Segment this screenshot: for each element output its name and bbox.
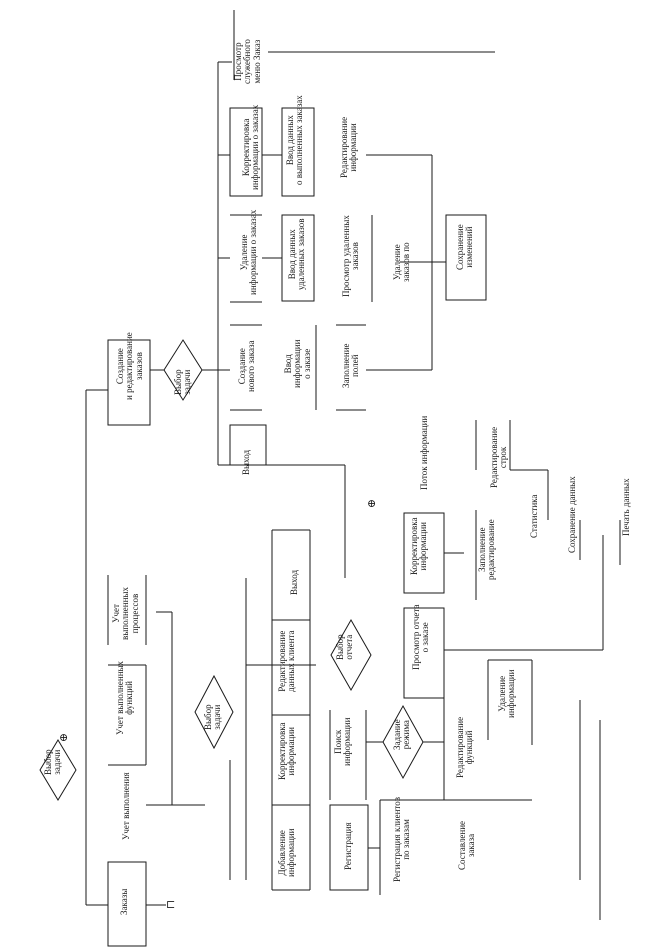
box-save-changes [445, 214, 487, 301]
diamond-choose-task-start [39, 739, 77, 801]
box-correction [229, 107, 263, 197]
node-info-flow: Поток информации [419, 415, 429, 490]
node-data-store: Сохранение данных [567, 476, 577, 553]
box-view-report [403, 607, 445, 699]
node-exit-top: Выход [241, 449, 251, 475]
node-accounting: Учет выполнения [121, 772, 131, 840]
node-input-data: Печать данных [621, 478, 631, 536]
node-stats: Статистика [529, 494, 539, 538]
node-exit-bottom: Выход [289, 569, 299, 595]
node-orders-start: Заказы [119, 888, 129, 915]
entry-marker-icon: ⊏ [166, 899, 176, 911]
page-marker-bottom-icon: ⊕ [59, 732, 69, 744]
diamond-select-report [330, 618, 372, 692]
diamond-choose-action-top [163, 339, 203, 401]
node-registration: Регистрация [343, 822, 353, 870]
diamond-set-mode [382, 704, 424, 780]
diamond-choose-task-bottom [194, 674, 234, 750]
page-marker-top-icon: ⊕ [367, 498, 377, 510]
box-orders-start [107, 861, 147, 947]
box-input-order-data [281, 107, 315, 197]
box-create-order [107, 339, 151, 426]
